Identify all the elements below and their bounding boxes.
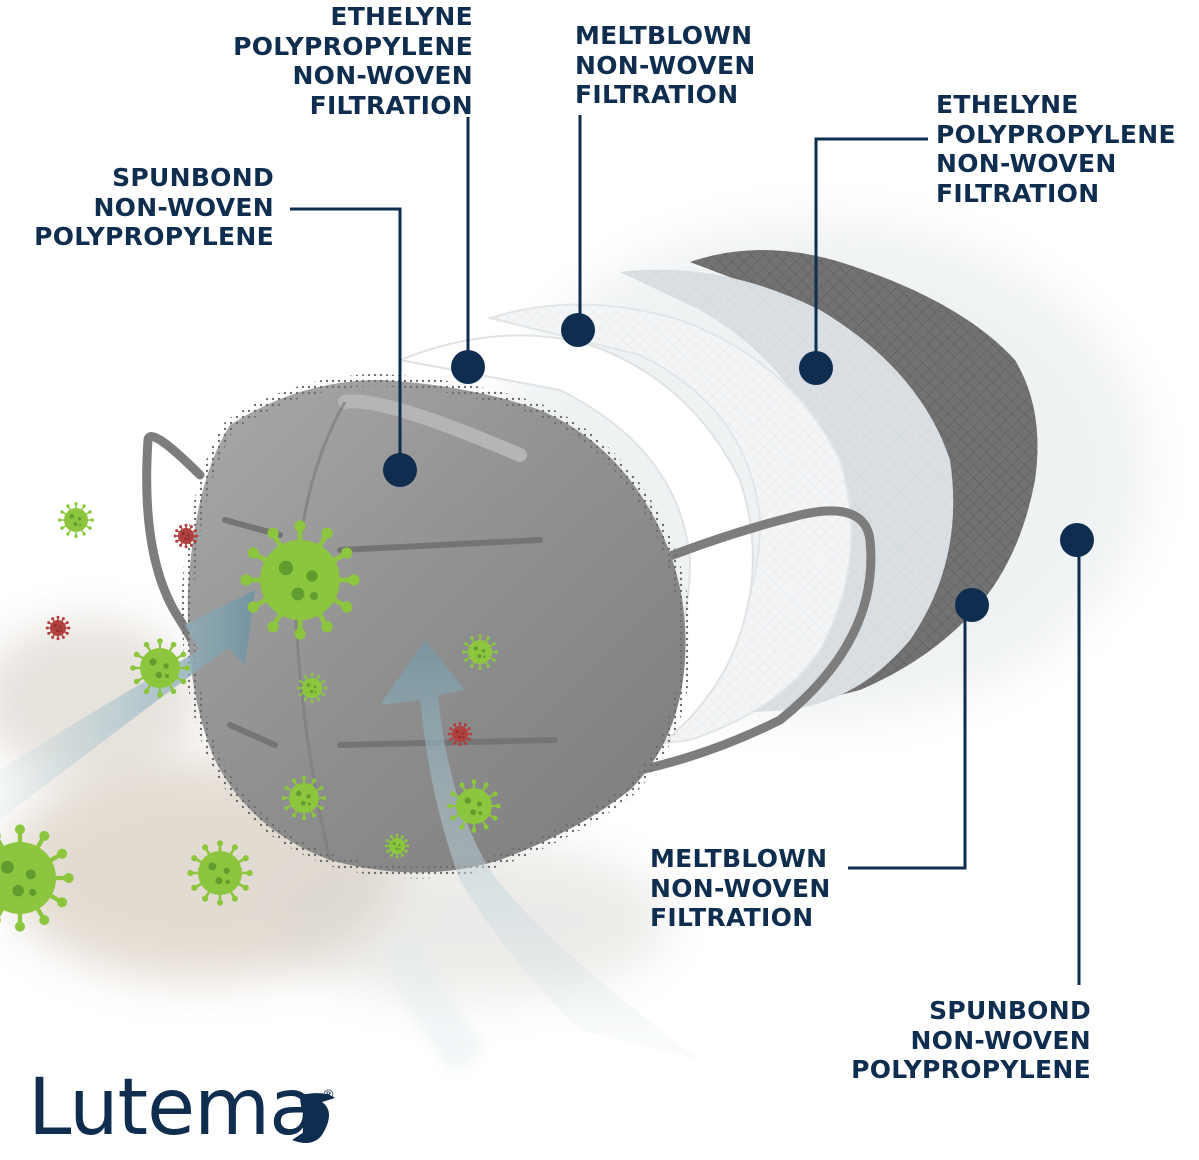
label-line: ETHELYNE [936,90,1079,119]
airflow-arrows [0,590,700,1073]
virus-icon [240,520,360,640]
virus-icon [187,840,253,906]
label-line: NON-WOVEN [575,50,756,80]
label-layer-2: ETHELYNE POLYPROPYLENE NON-WOVEN FILTRAT… [233,2,473,120]
virus-icon [447,721,473,747]
leader-lines [290,115,1081,985]
label-line: POLYPROPYLENE [936,119,1176,149]
dot-layer-4 [799,351,833,385]
brand-logo: Lutema [28,1063,317,1153]
virus-icon [45,615,71,641]
virus-icon [58,502,94,538]
layer-white-meltblown [486,303,853,747]
logo-bird-icon [292,1093,335,1144]
label-layer-4: ETHELYNE POLYPROPYLENE NON-WOVEN FILTRAT… [936,90,1176,208]
label-line: NON-WOVEN [936,149,1117,178]
layer-light-filtration [620,269,954,715]
label-line: POLYPROPYLENE [851,1055,1091,1084]
dot-bottom-right [1060,523,1094,557]
dot-layer-2 [451,350,485,384]
label-line: SPUNBOND [112,163,274,192]
label-line: FILTRATION [575,80,739,109]
virus-icon [447,779,501,833]
label-line: POLYPROPYLENE [34,222,274,251]
dot-bottom-mid [955,588,989,622]
registered-mark: ® [322,1088,335,1103]
label-line: ETHELYNE [330,2,473,31]
virus-icon [297,673,327,703]
label-line: FILTRATION [650,903,814,932]
virus-icon [384,833,410,859]
label-line: FILTRATION [309,90,473,120]
layer-dark-spunbond [690,250,1038,700]
label-bottom-right: SPUNBOND NON-WOVEN POLYPROPYLENE [851,996,1091,1085]
virus-icon [281,775,327,821]
front-mask [181,373,692,879]
dot-layer-3 [561,313,595,347]
leader-bottom-mid [848,605,967,870]
leader-dots [383,313,1094,622]
virus-icon [462,634,498,670]
label-line: FILTRATION [936,178,1100,208]
virus-icon [0,824,74,932]
virus-particles [0,502,501,932]
label-line: NON-WOVEN [93,192,274,222]
label-line: MELTBLOWN [650,844,828,873]
dot-outer-left [383,453,417,487]
leader-outer-left [290,207,402,470]
label-line: SPUNBOND [929,996,1091,1025]
label-line: NON-WOVEN [650,873,831,903]
virus-icon [173,523,199,549]
label-line: NON-WOVEN [910,1025,1091,1055]
label-line: NON-WOVEN [292,61,473,90]
label-outer-left: SPUNBOND NON-WOVEN POLYPROPYLENE [34,163,274,252]
label-line: MELTBLOWN [575,21,753,50]
leader-layer-4 [814,137,928,368]
label-bottom-mid: MELTBLOWN NON-WOVEN FILTRATION [650,844,831,933]
label-layer-3: MELTBLOWN NON-WOVEN FILTRATION [575,21,756,110]
label-line: POLYPROPYLENE [233,31,473,61]
virus-icon [130,638,190,698]
